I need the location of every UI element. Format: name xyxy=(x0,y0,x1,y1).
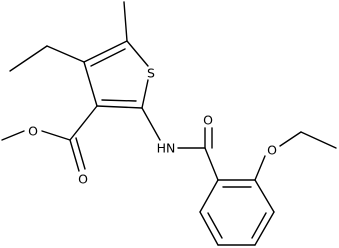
bond-ester-c-o-single xyxy=(41,130,71,141)
bond-ring-inner-2 xyxy=(251,212,267,239)
bond-ester-c-o-double-2 xyxy=(75,137,86,170)
bond-c4-c5-inner xyxy=(90,48,126,67)
ester-methoxy-oxygen-label: O xyxy=(28,124,38,139)
bond-c5-methyl xyxy=(123,1,128,42)
benzene-ring xyxy=(199,179,275,246)
ethyl-group xyxy=(9,45,85,72)
bond-ch2-ch3 xyxy=(9,45,48,72)
bond-ring-f-a xyxy=(199,179,219,213)
amide-carbonyl-oxygen-label: O xyxy=(203,113,213,128)
bond-s-c2 xyxy=(141,79,149,109)
bond-ring-inner-3 xyxy=(207,212,223,239)
bond-ring-b-c xyxy=(254,179,275,213)
amide-nitrogen-label: HN xyxy=(157,141,176,156)
bond-c3-ester-c xyxy=(69,105,98,141)
bond-ring-c-d xyxy=(254,211,275,246)
bond-ester-c-o-double xyxy=(69,139,80,172)
ethoxy-group xyxy=(254,131,337,181)
bond-ether-o-ch2 xyxy=(279,131,302,147)
bond-c5-s xyxy=(126,40,149,67)
bond-c3-c4 xyxy=(83,61,98,107)
bond-o-methyl xyxy=(1,130,25,141)
methyl-ester-group xyxy=(1,105,98,172)
bond-ring-ether-o xyxy=(254,155,266,181)
atom-labels: S O O HN O O xyxy=(28,66,277,187)
bond-c4-c5 xyxy=(83,40,128,63)
bond-ring-e-f xyxy=(199,211,219,246)
thiophene-ring xyxy=(83,40,149,109)
sulfur-atom-label: S xyxy=(147,66,155,81)
bond-c4-ch2 xyxy=(46,45,85,63)
bond-ch2-ch3-ethoxy xyxy=(300,131,337,149)
ester-carbonyl-oxygen-label: O xyxy=(78,172,88,187)
bond-c2-c3 xyxy=(96,105,143,109)
bond-c2-c3-inner xyxy=(101,99,137,102)
bond-carbonyl-c-ring xyxy=(204,147,219,181)
amide-group xyxy=(141,107,219,181)
ether-oxygen-label: O xyxy=(267,143,277,158)
bond-c2-n xyxy=(141,107,161,141)
